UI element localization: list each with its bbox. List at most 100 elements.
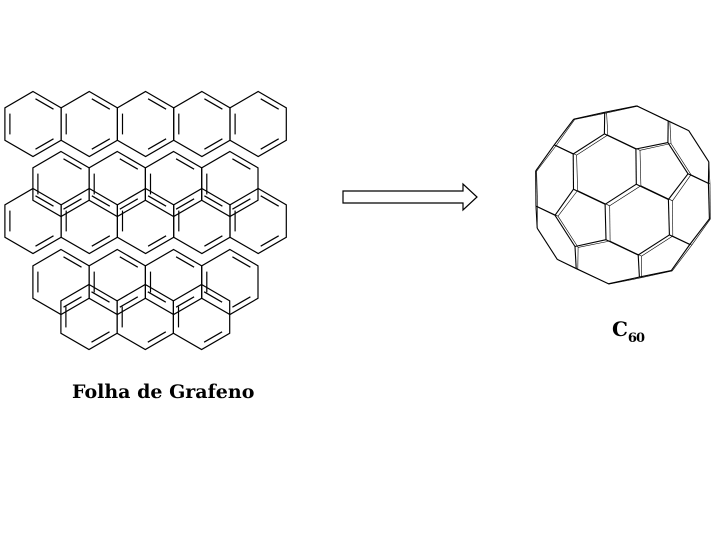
double-bond-line <box>119 296 139 308</box>
double-bond-line <box>260 138 280 150</box>
transformation-arrow <box>342 182 478 212</box>
double-bond-line <box>35 235 54 247</box>
double-bond-line <box>35 138 54 150</box>
c60-bond <box>606 105 638 114</box>
c60-bond <box>574 112 607 120</box>
c60-bond <box>637 234 670 256</box>
c60-bond <box>554 215 576 247</box>
c60-bond <box>574 246 577 269</box>
double-bond-line <box>204 235 223 247</box>
double-bond-line <box>147 195 167 207</box>
c60-bond <box>609 277 642 285</box>
c60-bond <box>557 259 578 270</box>
c60-bond <box>553 144 574 155</box>
double-bond-line <box>175 256 195 268</box>
double-bond-line <box>119 198 139 210</box>
double-bond-line <box>147 98 167 110</box>
double-bond-line <box>91 291 110 303</box>
c60-bond <box>669 121 672 144</box>
c60-bond <box>672 235 692 246</box>
c60-bond <box>604 204 607 240</box>
c60-bond <box>609 185 642 207</box>
c60-bond <box>667 199 670 235</box>
c60-bond <box>604 183 637 205</box>
c60-bond <box>669 234 691 245</box>
hexagon-ring <box>229 90 287 158</box>
double-bond-line <box>63 158 82 170</box>
c60-bond <box>641 235 673 257</box>
c60-bond <box>575 268 609 285</box>
graphene-sheet <box>4 90 287 351</box>
hexagon-ring <box>60 90 119 158</box>
graphene-label: Folha de Grafeno <box>72 381 255 403</box>
double-bond-line <box>232 296 251 308</box>
c60-bond <box>636 183 669 200</box>
c60-bond <box>687 173 709 184</box>
c60-bond <box>707 183 710 219</box>
double-bond-line <box>35 195 54 207</box>
c60-bond <box>557 216 579 248</box>
c60-bond <box>574 239 607 248</box>
c60-bond <box>536 227 558 260</box>
double-bond-line <box>232 198 251 210</box>
c60-bond <box>635 142 669 150</box>
c60-bond <box>577 190 610 207</box>
double-bond-line <box>35 98 54 110</box>
double-bond-line <box>147 138 167 150</box>
c60-bond <box>535 144 555 172</box>
hexagon-ring <box>4 90 62 158</box>
double-bond-line <box>203 291 223 303</box>
c60-bond <box>573 111 605 120</box>
c60-bond <box>553 118 575 146</box>
c60-bond <box>667 142 689 175</box>
c60-bond <box>604 133 637 150</box>
c60-label-main: C <box>612 317 628 341</box>
c60-fullerene <box>535 105 711 285</box>
double-bond-line <box>63 198 82 210</box>
c60-bond <box>667 120 689 132</box>
double-bond-line <box>91 195 111 207</box>
c60-bond <box>537 206 559 217</box>
hexagon-ring <box>172 283 231 351</box>
c60-bond <box>554 188 574 216</box>
hexagon-ring <box>229 187 287 255</box>
hexagon-ring <box>116 90 175 158</box>
c60-bond <box>605 239 639 256</box>
double-bond-line <box>204 98 223 110</box>
c60-bond <box>641 270 673 278</box>
double-bond-line <box>147 235 167 247</box>
double-bond-line <box>119 256 139 268</box>
c60-bond <box>672 174 692 201</box>
double-bond-line <box>232 158 251 170</box>
c60-bond <box>671 244 693 272</box>
c60-bond <box>536 171 538 207</box>
hexagon-ring <box>173 90 231 158</box>
c60-bond <box>608 276 640 285</box>
double-bond-line <box>175 198 195 210</box>
c60-bond <box>639 270 672 278</box>
c60-bond <box>576 134 608 156</box>
double-bond-line <box>260 195 280 207</box>
c60-bond <box>637 105 670 122</box>
c60-bond <box>689 218 710 245</box>
double-bond-line <box>119 158 139 170</box>
double-bond-line <box>91 235 111 247</box>
c60-bond <box>640 185 673 202</box>
c60-label-subscript: 60 <box>627 331 645 346</box>
c60-label: C60 <box>612 317 645 346</box>
double-bond-line <box>63 296 82 308</box>
double-bond-line <box>91 331 110 343</box>
c60-bond <box>670 244 691 271</box>
double-bond-line <box>232 256 251 268</box>
c60-bond <box>639 143 672 151</box>
double-bond-line <box>147 291 167 303</box>
double-bond-line <box>260 98 280 110</box>
c60-bond <box>576 155 578 191</box>
c60-bond <box>637 254 640 278</box>
c60-bond <box>555 119 575 146</box>
double-bond-line <box>91 98 111 110</box>
double-bond-line <box>260 235 280 247</box>
c60-bond <box>606 112 609 136</box>
double-bond-line <box>203 331 223 343</box>
